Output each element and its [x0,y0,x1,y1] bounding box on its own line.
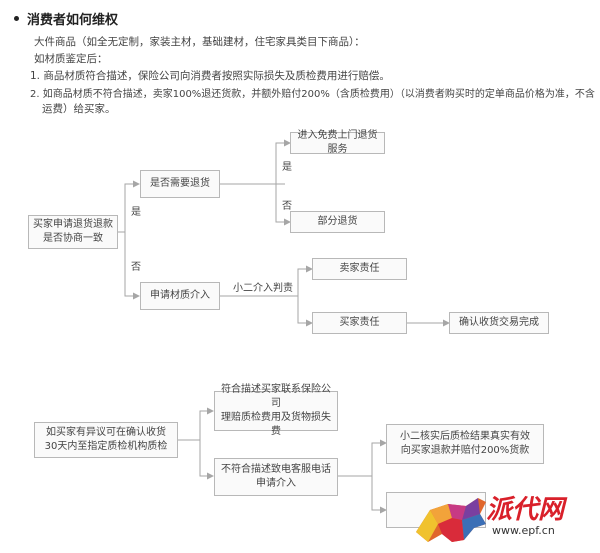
label-yes-return: 是 [282,162,292,173]
policy-line-1: 大件商品（如全无定制，家装主材，基础建材，住宅家具类目下商品）： [34,36,365,48]
policy-line-5: 运费）给买家。 [42,103,116,115]
section-heading: 消费者如何维权 [14,9,118,28]
section-title: 消费者如何维权 [27,13,119,28]
box-free-pickup: 进入免费上门退货服务 [290,130,385,155]
label-no-return: 否 [282,201,292,212]
box-match-insurance: 符合描述买家联系保险公司 理赔质检费用及货物损失费 [214,384,338,437]
box-confirm-done: 确认收货交易完成 [449,312,549,334]
box-dispute-inspection: 如买家有异议可在确认收货 30天内至指定质检机构质检 [34,422,178,458]
watermark-brand: 派代网 [486,495,565,525]
policy-line-4: 2. 如商品材质不符合描述，卖家100%退还货款，并额外赔付200%（含质检费用… [30,89,595,100]
bullet-icon [14,16,19,21]
watermark-url: www.epf.cn [492,524,555,537]
policy-line-3: 1. 商品材质符合描述，保险公司向消费者按照实际损失及质检费用进行赔偿。 [30,70,390,82]
box-partial-refund: 部分退货 [290,211,385,233]
box-buyer-fault: 买家责任 [312,312,407,334]
label-yes-agree: 是 [131,207,141,218]
label-no-agree: 否 [131,262,141,273]
box-negotiation-start: 买家申请退货退款 是否协商一致 [28,215,118,249]
box-need-return: 是否需要退货 [140,170,220,198]
box-apply-material: 申请材质介入 [140,282,220,310]
policy-line-2: 如材质鉴定后： [34,53,108,65]
label-judge: 小二介入判责 [233,283,293,294]
watermark-bull-logo-icon [416,498,486,542]
box-verify-refund: 小二核实后质检结果真实有效 向买家退款并赔付200%货款 [386,424,544,464]
box-seller-fault: 卖家责任 [312,258,407,280]
box-not-match-service: 不符合描述致电客服电话 申请介入 [214,458,338,496]
